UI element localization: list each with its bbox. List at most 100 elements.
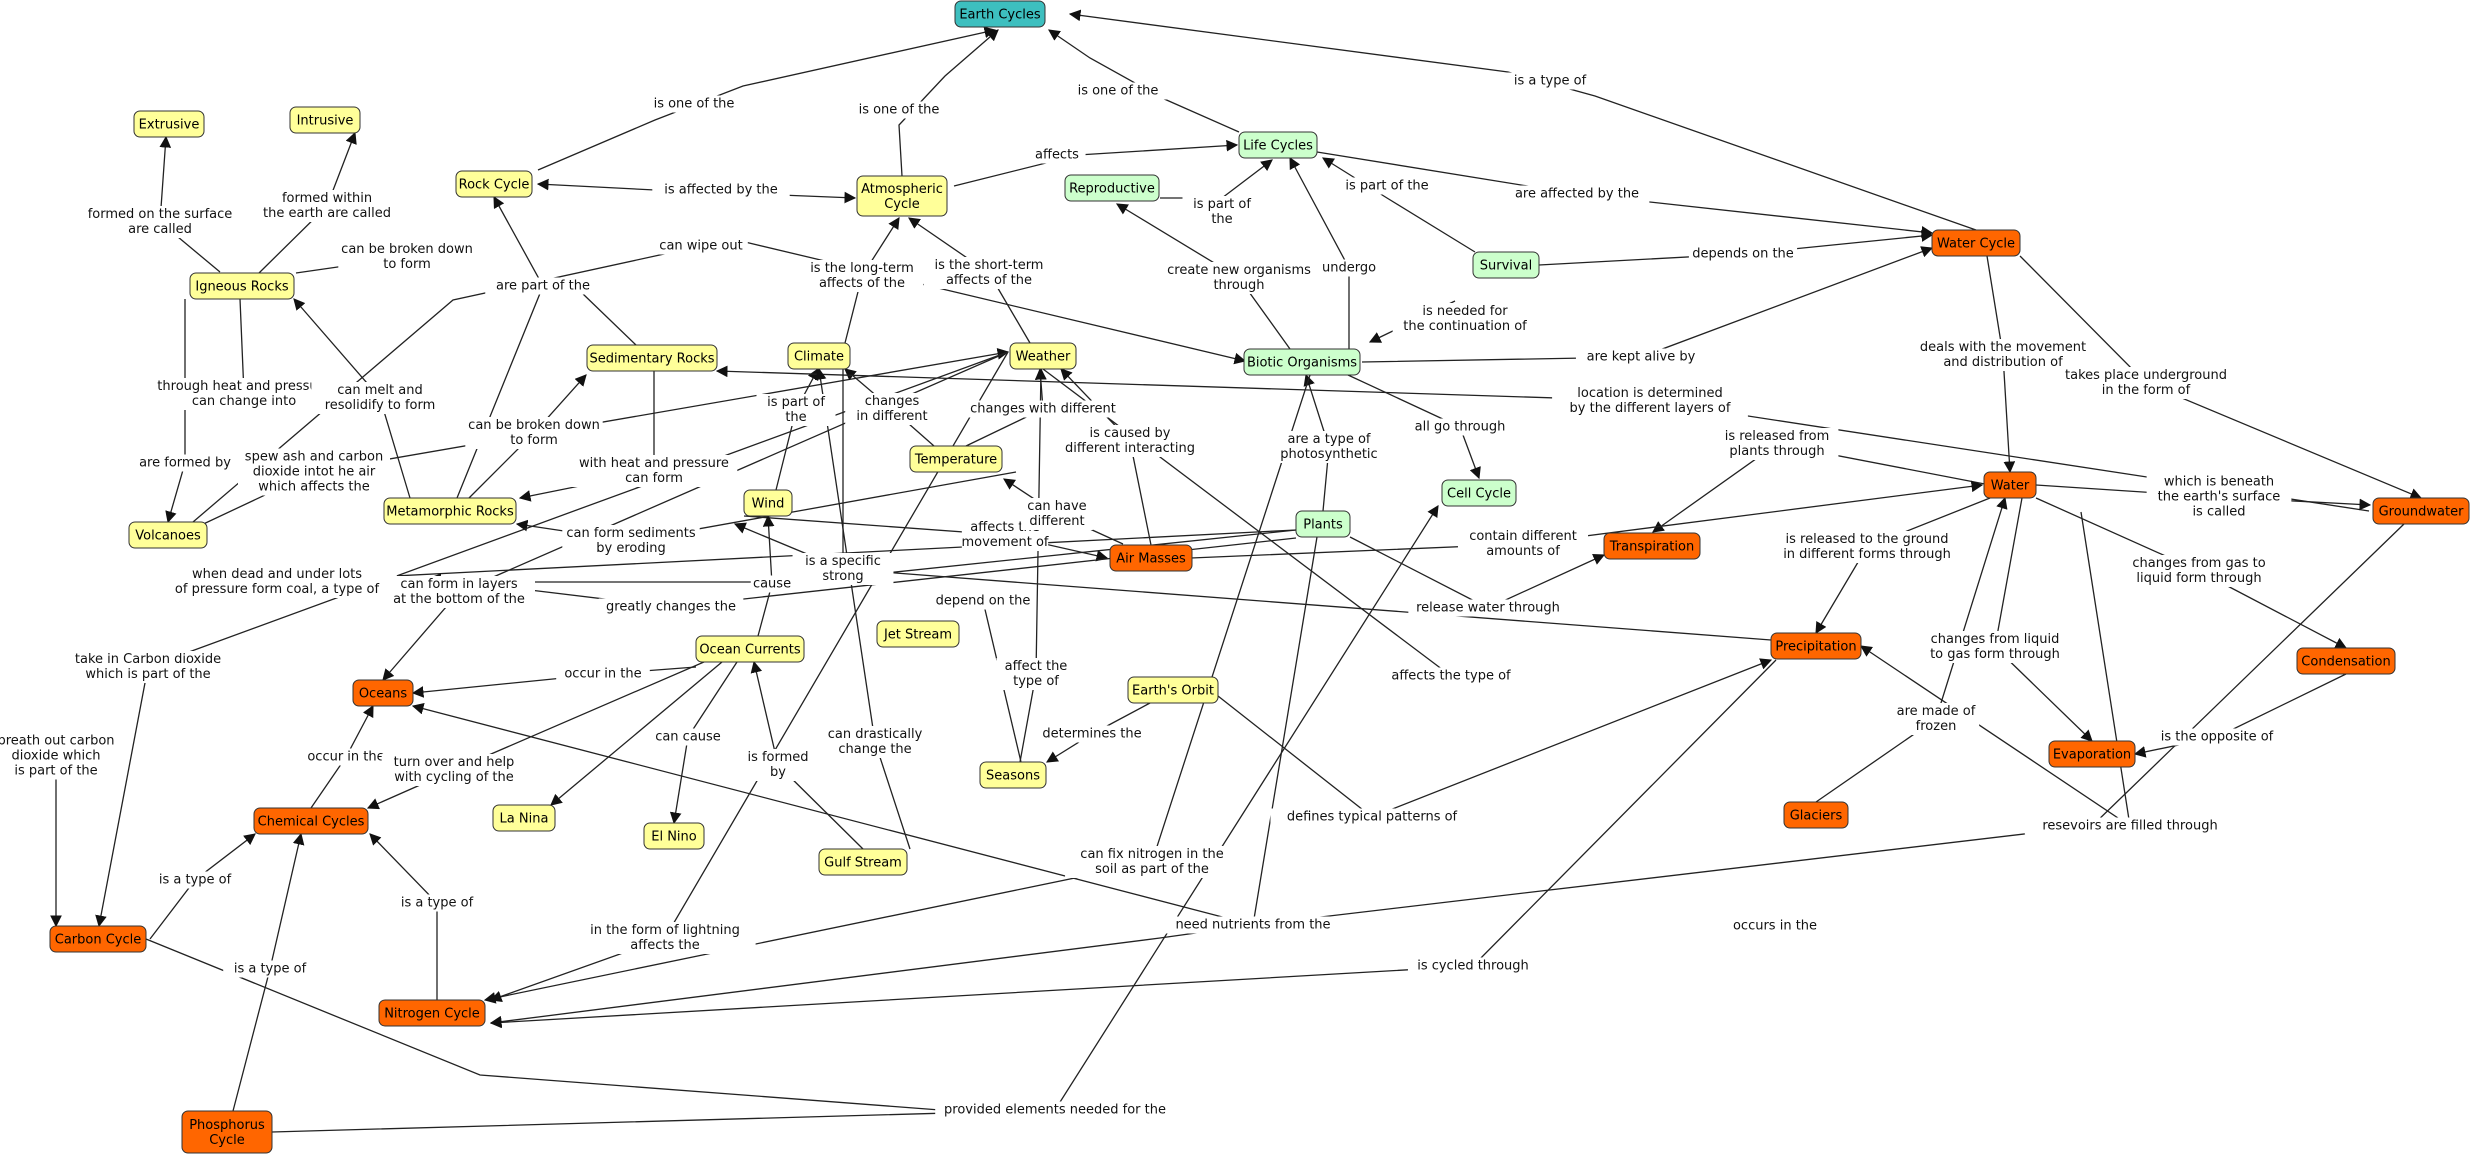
connector-line [1160,159,1273,199]
node-earth[interactable]: Earth Cycles [954,0,1046,28]
node-gulf[interactable]: Gulf Stream [818,848,908,876]
link-label-text: is one of the [859,103,940,118]
link-label: are affected by the [1504,185,1650,203]
node-life[interactable]: Life Cycles [1238,131,1318,159]
node-box [954,0,1046,28]
link-label: are kept alive by [1575,348,1707,366]
node-seasons[interactable]: Seasons [979,761,1047,789]
link-label-background [996,658,1076,690]
node-box [1243,348,1361,376]
node-precip[interactable]: Precipitation [1770,632,1862,660]
node-condens[interactable]: Condensation [2296,647,2396,675]
node-box [1064,174,1160,202]
node-glaciers[interactable]: Glaciers [1783,801,1849,829]
node-climate[interactable]: Climate [787,342,851,370]
node-label: Life Cycles [1243,139,1313,154]
node-meta[interactable]: Metamorphic Rocks [383,497,517,525]
node-oceans[interactable]: Oceans [352,679,414,707]
link-label-background [383,576,535,608]
node-label: Oceans [359,687,408,702]
node-airmasses[interactable]: Air Masses [1109,544,1193,572]
link-label-text: can cause [655,730,721,745]
link-label-text: release water through [1416,601,1560,616]
node-intrusive[interactable]: Intrusive [289,106,361,134]
node-nitrogen[interactable]: Nitrogen Cycle [378,999,486,1027]
link-label-text: are formed by [139,456,231,471]
node-label: Temperature [914,453,997,468]
link-label-background [2024,817,2236,835]
node-orbit[interactable]: Earth's Orbit [1127,676,1219,704]
connector-line [165,299,186,524]
link-label-background [390,894,484,912]
connector-line [550,661,723,806]
node-box [492,804,556,832]
node-water[interactable]: Water [1983,471,2037,499]
link-label-text: changes with different [970,402,1116,417]
node-volcanoes[interactable]: Volcanoes [128,521,208,549]
link-label: need nutrients from the [1166,916,1340,934]
node-box [1295,510,1351,538]
link-label-background [750,575,794,593]
node-lanina[interactable]: La Nina [492,804,556,832]
node-temp[interactable]: Temperature [909,445,1003,473]
node-label: Precipitation [1775,640,1856,655]
link-label-text: is one of the [1078,84,1159,99]
node-label: Air Masses [1116,552,1186,567]
link-label: defines typical patterns of [1270,808,1474,826]
node-label: Sedimentary Rocks [589,352,714,367]
node-igneous[interactable]: Igneous Rocks [189,272,295,300]
node-box [383,497,517,525]
node-chemical[interactable]: Chemical Cycles [253,807,369,835]
node-label: Intrusive [297,114,354,129]
node-rock[interactable]: Rock Cycle [455,170,533,198]
node-box [181,1110,273,1154]
connector-line [1019,367,1047,763]
connector-line [814,367,911,850]
link-label: is a type of [223,960,317,978]
node-weather[interactable]: Weather [1009,342,1077,370]
link-label-background [932,592,1034,610]
node-groundwater[interactable]: Groundwater [2372,497,2470,525]
node-plants[interactable]: Plants [1295,510,1351,538]
link-label-background [299,748,393,766]
node-biotic[interactable]: Biotic Organisms [1243,348,1361,376]
link-label-text: is the opposite of [2161,730,2274,745]
node-extrusive[interactable]: Extrusive [133,110,205,138]
link-label-text: are part of the [496,279,590,294]
link-label-background [1163,262,1315,294]
node-sed[interactable]: Sedimentary Rocks [586,344,718,372]
link-label-background [1050,425,1210,457]
link-label-background [1916,339,2090,371]
link-label-background [134,454,236,472]
link-label-text: affects [1035,148,1079,163]
node-cellcycle[interactable]: Cell Cycle [1441,479,1517,507]
node-carbon[interactable]: Carbon Cycle [49,925,147,953]
node-survival[interactable]: Survival [1472,251,1540,279]
node-repro[interactable]: Reproductive [1064,174,1160,202]
node-oceancur[interactable]: Ocean Currents [695,635,805,663]
node-transp[interactable]: Transpiration [1603,532,1701,560]
node-elnino[interactable]: El Nino [643,822,705,850]
link-label-background [149,378,339,410]
node-evap[interactable]: Evaporation [2048,740,2136,768]
node-jet[interactable]: Jet Stream [876,620,960,648]
connector-line [1322,157,1476,253]
connector-line [145,938,941,1111]
node-wind[interactable]: Wind [743,489,793,517]
link-label-text: occur in the [564,667,641,682]
node-watercycle[interactable]: Water Cycle [1931,229,2021,257]
